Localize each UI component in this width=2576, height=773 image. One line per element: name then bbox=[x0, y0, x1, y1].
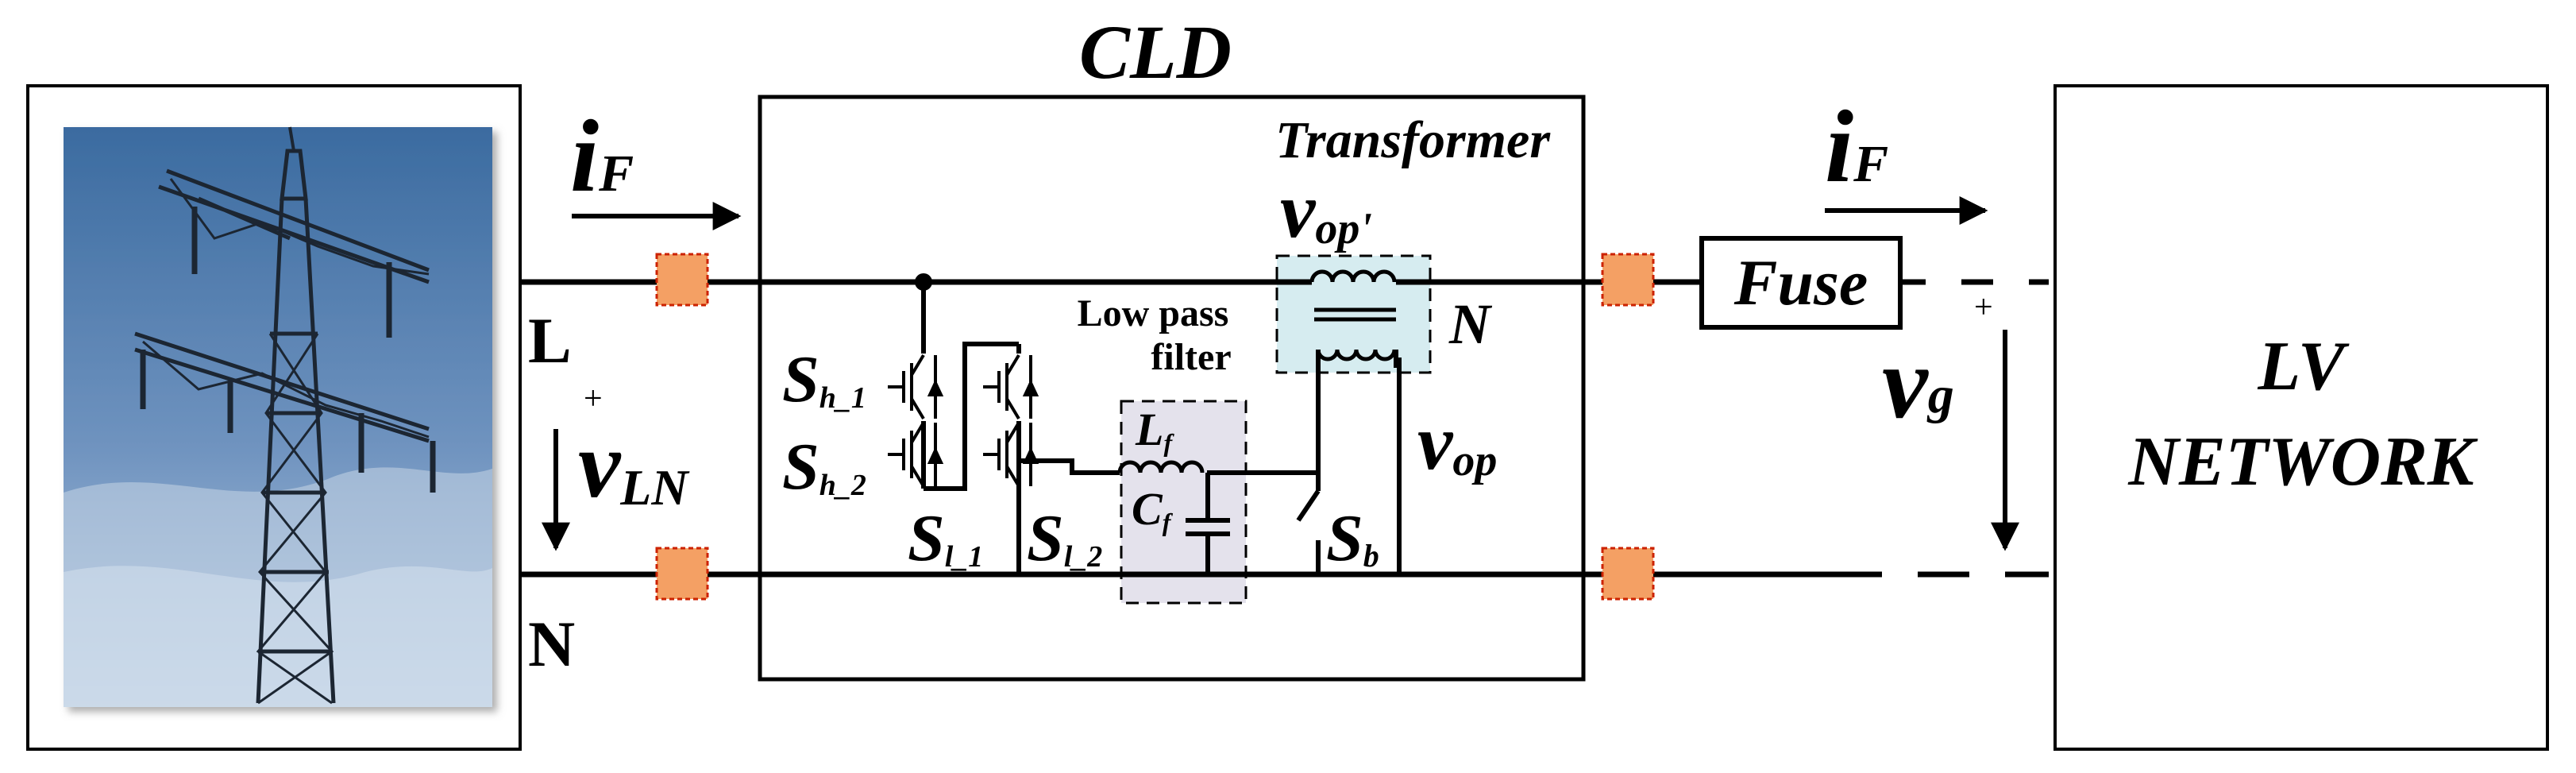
switch-sl1-label: Sl_1 bbox=[908, 501, 983, 575]
lv-network-line2: NETWORK bbox=[2127, 423, 2478, 501]
inductor-lf-label: Lf bbox=[1135, 404, 1174, 457]
current-sensor bbox=[655, 253, 1655, 601]
inductor-icon bbox=[1117, 460, 1205, 473]
lv-network-line1: LV bbox=[2257, 328, 2349, 405]
voltage-vg-label: vg bbox=[1882, 326, 1954, 440]
line-label-L: L bbox=[528, 304, 572, 377]
transmission-tower-photo bbox=[64, 126, 492, 707]
fuse-label: Fuse bbox=[1733, 246, 1868, 319]
transformer-label: Transformer bbox=[1275, 111, 1551, 169]
switch-sh1-label: Sh_1 bbox=[782, 342, 866, 416]
voltage-vop-prime-label: vop' bbox=[1280, 166, 1372, 254]
plus-sign-left: + bbox=[584, 381, 603, 417]
voltage-vop-label: vop bbox=[1417, 398, 1497, 486]
line-label-N: N bbox=[528, 608, 575, 680]
source-box bbox=[26, 84, 522, 751]
transformer-n-label: N bbox=[1448, 292, 1493, 356]
filter-box bbox=[1120, 400, 1248, 605]
fuse-box bbox=[1699, 236, 1903, 330]
plus-sign-right: + bbox=[1974, 289, 1993, 326]
switch-sh2-label: Sh_2 bbox=[782, 430, 866, 504]
current-label-right: iF bbox=[1825, 90, 1888, 204]
switch-sb-label: Sb bbox=[1326, 501, 1379, 575]
voltage-vln-label: vLN bbox=[578, 412, 690, 517]
lv-network-box bbox=[2053, 84, 2549, 751]
current-label-left: iF bbox=[570, 99, 634, 214]
cld-title: CLD bbox=[1079, 10, 1232, 95]
capacitor-cf-label: Cf bbox=[1132, 483, 1174, 536]
transformer-coil-icon bbox=[1309, 269, 1397, 361]
igbt-switch-icon bbox=[888, 354, 1039, 488]
low-pass-label-2: filter bbox=[1151, 336, 1231, 378]
switch-sl2-label: Sl_2 bbox=[1027, 501, 1102, 575]
capacitor-icon bbox=[1186, 518, 1230, 536]
low-pass-label-1: Low pass bbox=[1078, 292, 1229, 334]
cld-box bbox=[758, 95, 1586, 682]
